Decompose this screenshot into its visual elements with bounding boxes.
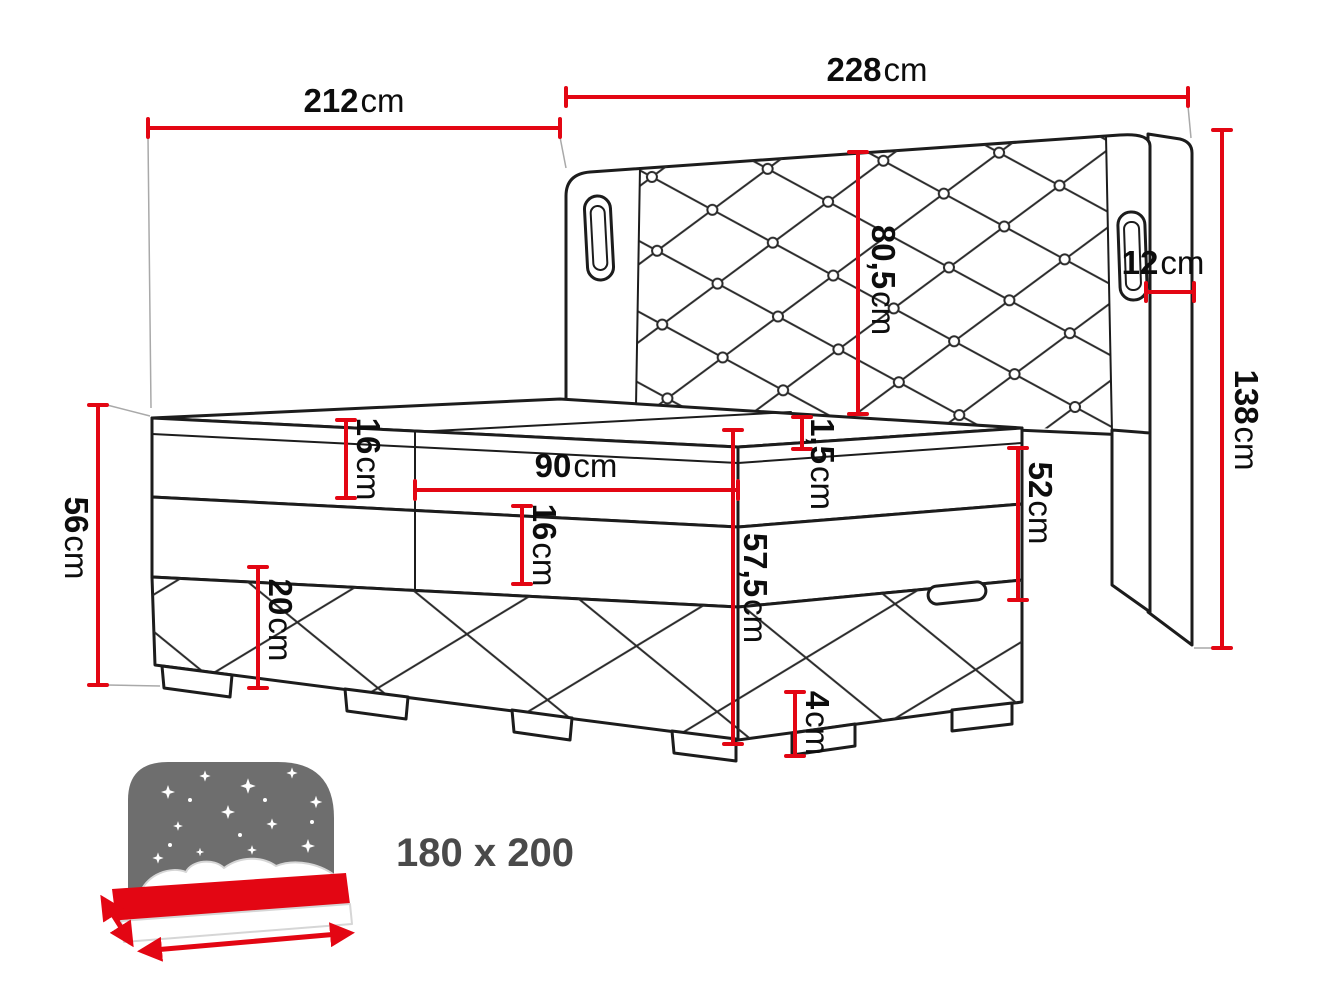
headboard-side-panel <box>1146 132 1194 647</box>
headboard-right-wing-leg <box>1110 428 1152 614</box>
dim-90: 90cm <box>413 447 740 501</box>
dim-212-label: 212cm <box>303 82 404 119</box>
dimension-annotations: 212cm 228cm 80,5cm 12cm 138cm 16cm 90cm <box>59 51 1266 758</box>
dim-56: 56cm <box>59 403 109 687</box>
left-wing-light-slot-icon <box>582 194 616 282</box>
dim-1-5: 1,5cm <box>791 415 842 510</box>
icon-mattress-red <box>112 873 350 921</box>
dim-80-5: 80,5cm <box>847 150 903 416</box>
dim-1-5-label: 1,5cm <box>805 418 842 510</box>
headboard-tufting-pattern <box>636 136 1112 432</box>
dim-20: 20cm <box>247 565 300 690</box>
extension-lines <box>106 105 1213 687</box>
size-badge: 180 x 200 <box>100 762 574 962</box>
dim-52: 52cm <box>1007 446 1060 602</box>
dim-16-box: 16cm <box>511 504 564 587</box>
dim-4-label: 4cm <box>800 691 837 755</box>
dim-56-label: 56cm <box>59 497 96 580</box>
dim-16-box-label: 16cm <box>527 504 564 587</box>
dim-228: 228cm <box>564 51 1190 108</box>
dim-4: 4cm <box>784 690 837 758</box>
dim-57-5-label: 57,5cm <box>738 533 775 643</box>
dim-80-5-label: 80,5cm <box>866 225 903 335</box>
dim-212: 212cm <box>146 82 562 139</box>
dim-90-label: 90cm <box>535 447 618 484</box>
width-arrow-icon <box>137 922 355 962</box>
depth-arrow-icon <box>100 894 134 948</box>
bed-feet <box>160 664 1014 763</box>
right-wing-light-slot-icon <box>1116 210 1149 302</box>
dim-138-label: 138cm <box>1229 369 1266 470</box>
dim-52-label: 52cm <box>1023 462 1060 545</box>
dim-138: 138cm <box>1211 128 1266 650</box>
bed-base <box>150 397 1024 763</box>
headboard <box>564 132 1194 647</box>
dim-12: 12cm <box>1122 244 1205 303</box>
headboard-wing-fold-lines <box>635 135 1113 433</box>
dim-16-mattress-label: 16cm <box>351 418 388 501</box>
dim-57-5: 57,5cm <box>722 428 775 746</box>
dim-12-label: 12cm <box>1122 244 1205 281</box>
stars-decoration-icon <box>152 767 323 879</box>
base-handle-icon <box>926 580 988 606</box>
dim-20-label: 20cm <box>263 579 300 662</box>
dim-16-mattress: 16cm <box>335 418 388 501</box>
size-label: 180 x 200 <box>396 831 574 875</box>
dim-228-label: 228cm <box>826 51 927 88</box>
mattress-top-seam <box>414 411 792 433</box>
